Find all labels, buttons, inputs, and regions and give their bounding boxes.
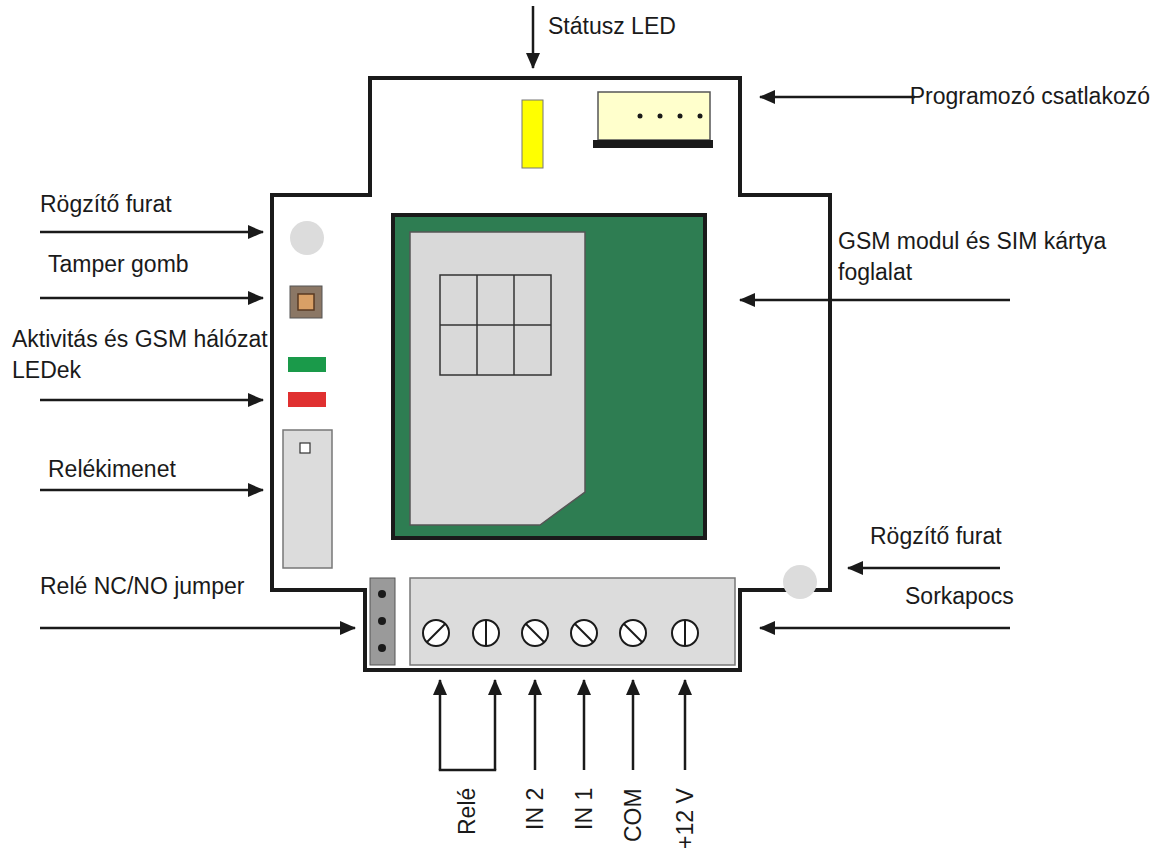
connector-pins bbox=[638, 114, 703, 119]
callout-label: Sorkapocs bbox=[905, 582, 1014, 610]
terminal-label: IN 1 bbox=[570, 788, 598, 830]
relay bbox=[283, 430, 332, 568]
sim-contacts bbox=[440, 275, 551, 375]
board-outline bbox=[272, 78, 830, 670]
green-led bbox=[288, 357, 326, 372]
callout-label: Tamper gomb bbox=[48, 250, 189, 278]
leader-arrows bbox=[40, 6, 1010, 770]
callout-label: Státusz LED bbox=[548, 12, 676, 40]
programming-connector bbox=[598, 92, 710, 140]
callout-label: Programozó csatlakozó bbox=[910, 82, 1150, 110]
jumper bbox=[370, 578, 395, 665]
terminal-screws bbox=[423, 620, 698, 646]
callout-label: Rögzítő furat bbox=[870, 522, 1002, 550]
connector-base bbox=[593, 140, 713, 148]
mounting-hole bbox=[783, 565, 817, 599]
terminal-label: Relé bbox=[453, 788, 481, 835]
callout-label: Relé NC/NO jumper bbox=[40, 572, 245, 600]
red-led bbox=[288, 392, 326, 407]
callout-label: Relékimenet bbox=[48, 455, 176, 483]
relay-mark bbox=[300, 443, 310, 453]
callout-label: GSM modul és SIM kártya foglalat bbox=[838, 226, 1138, 288]
terminal-label: +12 V bbox=[671, 788, 699, 849]
status-led bbox=[522, 100, 543, 168]
mounting-hole bbox=[290, 221, 324, 255]
tamper-button-cap bbox=[298, 294, 314, 310]
terminal-block bbox=[410, 578, 735, 665]
gsm-module bbox=[393, 215, 705, 538]
tamper-button bbox=[290, 286, 322, 318]
callout-label: Rögzítő furat bbox=[40, 190, 172, 218]
sim-card-holder bbox=[410, 232, 585, 525]
callout-label: Aktivitás és GSM hálózat LEDek bbox=[12, 324, 274, 386]
terminal-label: COM bbox=[619, 788, 647, 842]
terminal-label: IN 2 bbox=[521, 788, 549, 830]
jumper-pins bbox=[378, 590, 386, 652]
